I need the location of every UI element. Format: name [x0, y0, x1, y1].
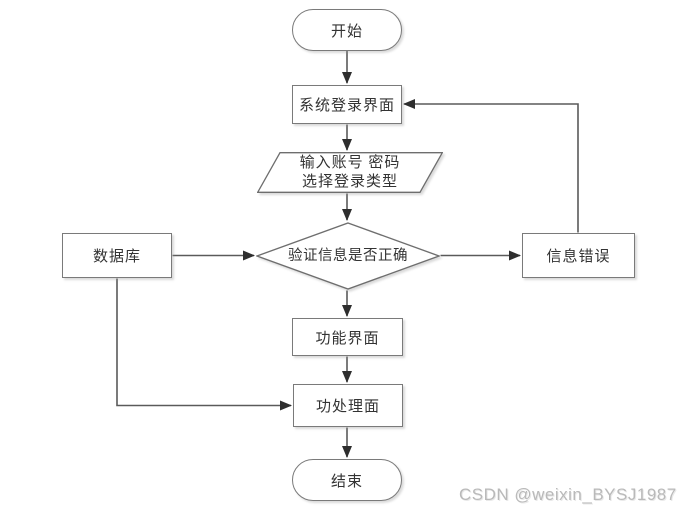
node-input-label-line2: 选择登录类型	[301, 173, 398, 190]
node-info-error: 信息错误	[522, 233, 635, 278]
edge-db-proc	[116, 278, 292, 411]
node-info-error-label: 信息错误	[546, 249, 611, 265]
edge-error-login	[403, 99, 579, 233]
node-input-label: 输入账号 密码 选择登录类型	[257, 152, 443, 193]
node-start: 开始	[292, 9, 402, 51]
node-login-screen: 系统登录界面	[292, 85, 402, 124]
node-processing-label: 功处理面	[315, 399, 380, 415]
node-database: 数据库	[62, 233, 172, 278]
node-verify-decision: 验证信息是否正确	[256, 222, 440, 290]
node-database-label: 数据库	[92, 249, 141, 265]
csdn-watermark: CSDN @weixin_BYSJ1987	[459, 485, 677, 504]
node-login-label: 系统登录界面	[298, 98, 395, 114]
diamond-shape	[256, 222, 440, 290]
node-verify-label: 验证信息是否正确	[288, 247, 408, 264]
parallelogram-shape	[257, 152, 443, 193]
node-start-label: 开始	[330, 23, 363, 40]
node-input-label-line1: 输入账号 密码	[299, 154, 401, 171]
node-input-credentials: 输入账号 密码 选择登录类型	[257, 152, 443, 193]
node-end: 结束	[292, 459, 402, 501]
node-function-ui: 功能界面	[292, 318, 403, 356]
node-function-ui-label: 功能界面	[315, 330, 380, 347]
node-processing: 功处理面	[293, 384, 403, 427]
node-end-label: 结束	[330, 473, 363, 490]
